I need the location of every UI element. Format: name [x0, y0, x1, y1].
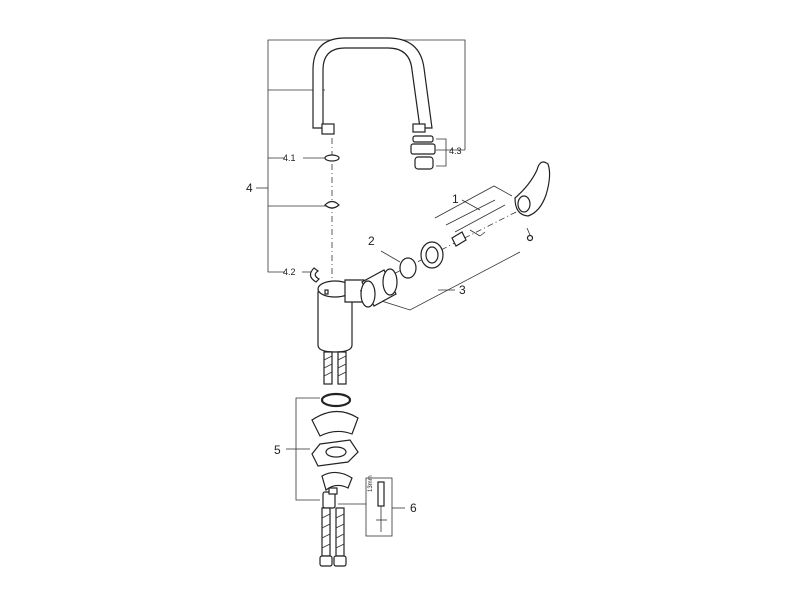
callout-6: 6 — [410, 501, 417, 515]
hose-connectors — [322, 487, 366, 509]
tool-size-label: 13mm — [368, 475, 374, 492]
bracket-4 — [256, 39, 466, 273]
cartridge — [360, 250, 417, 308]
callout-4-1: 4.1 — [283, 153, 296, 163]
wrench-tool: 13mm — [365, 475, 405, 537]
spout — [312, 37, 433, 135]
circlip-4-2 — [309, 267, 320, 283]
mounting-parts — [311, 392, 359, 492]
callout-4-3: 4.3 — [449, 146, 462, 156]
faucet-body — [317, 279, 365, 353]
callout-5: 5 — [274, 443, 281, 457]
supply-hoses-upper — [323, 351, 347, 385]
supply-hoses-lower — [319, 507, 347, 567]
handle-lever — [514, 161, 551, 242]
callout-4-2: 4.2 — [283, 267, 296, 277]
handle-small-parts — [451, 229, 486, 247]
callout-4: 4 — [246, 181, 253, 195]
bracket-5 — [286, 397, 320, 501]
spout-clip — [324, 200, 340, 209]
o-ring-4-1 — [324, 154, 340, 162]
callout-1: 1 — [452, 192, 459, 206]
aerator-parts — [410, 135, 447, 170]
callout-2: 2 — [368, 234, 375, 248]
callout-3: 3 — [459, 283, 466, 297]
bracket-1 — [434, 185, 513, 233]
bracket-3 — [371, 251, 521, 311]
cartridge-nut — [420, 241, 444, 269]
